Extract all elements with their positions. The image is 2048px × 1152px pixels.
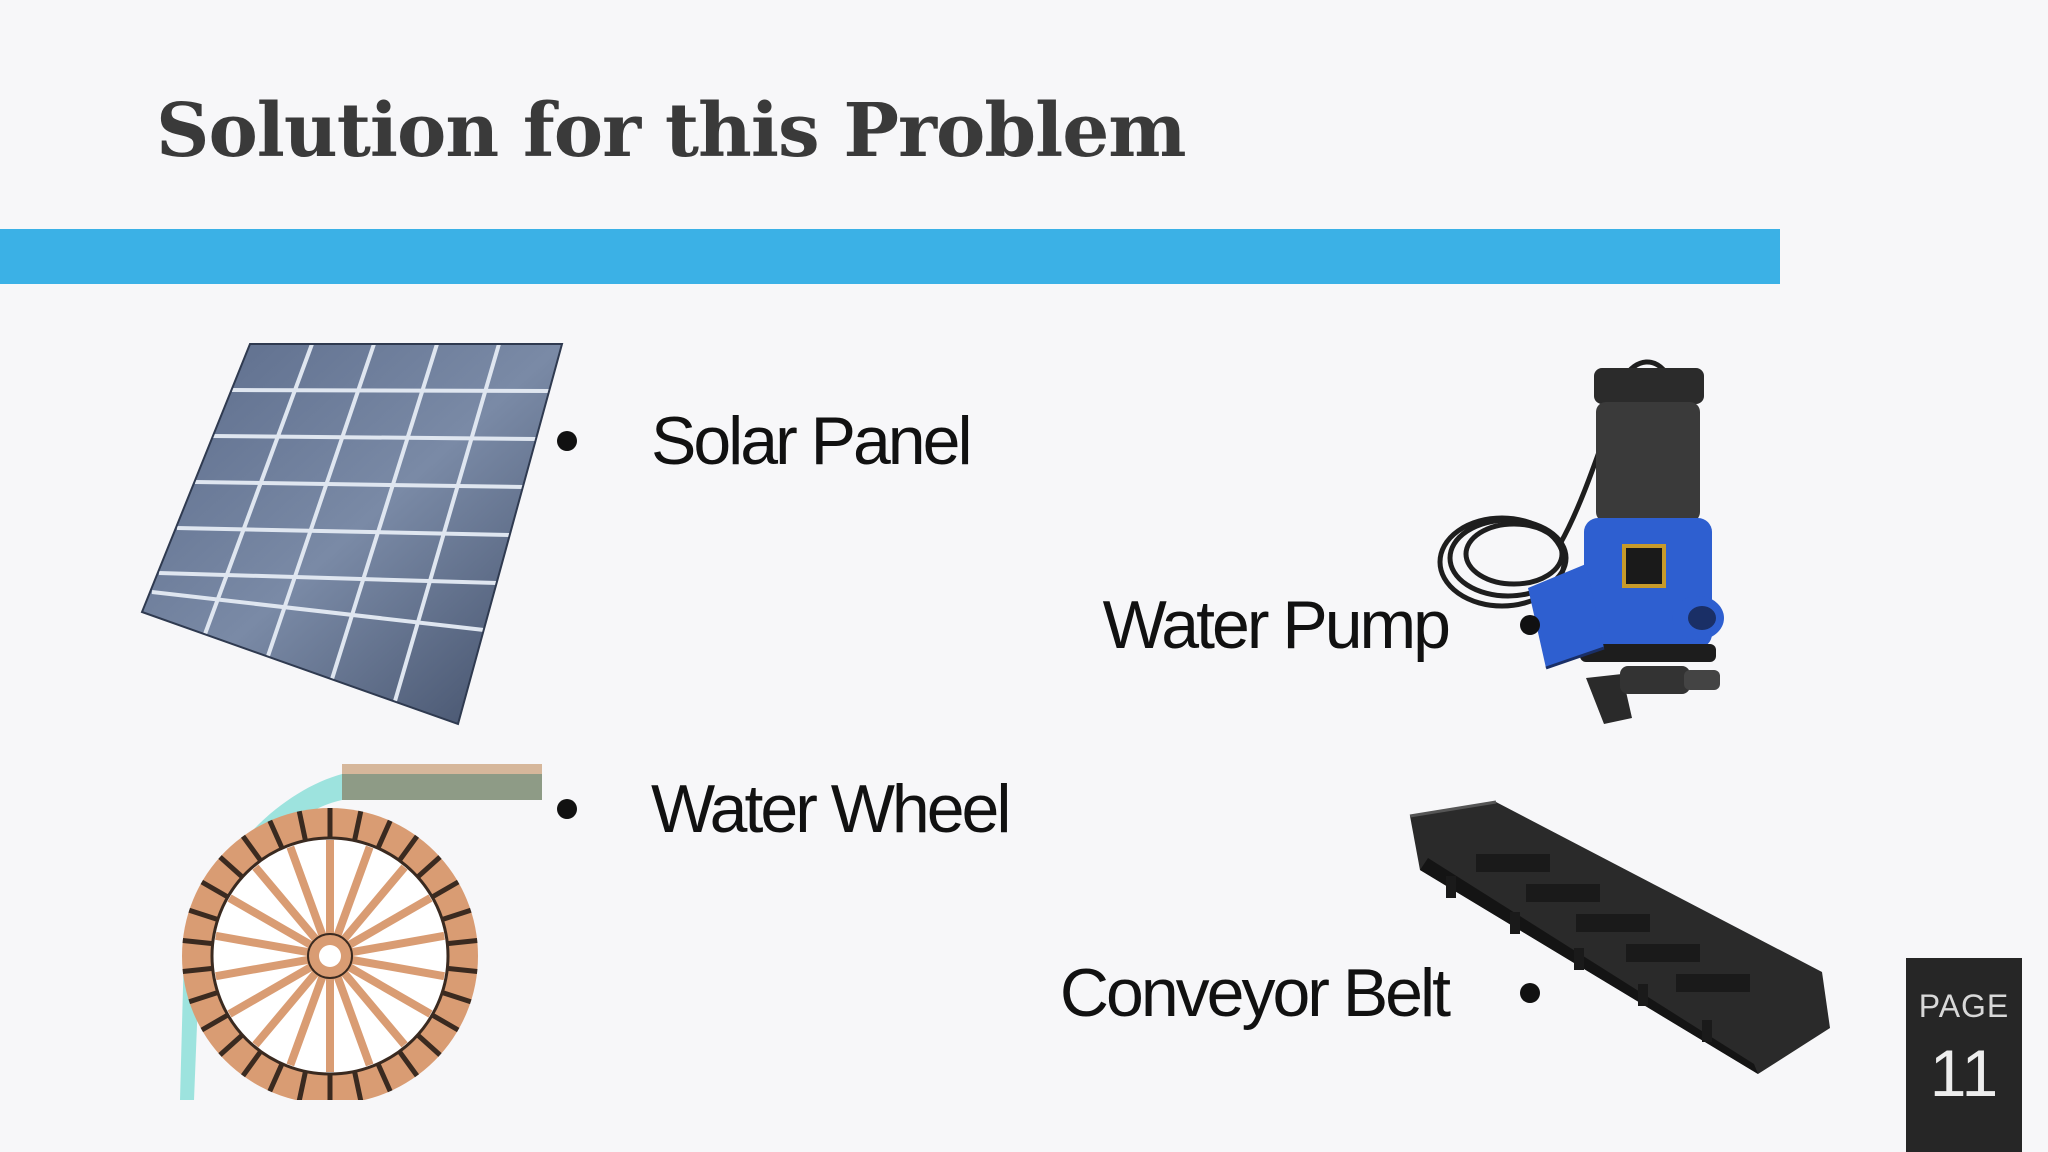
item-label: Conveyor Belt xyxy=(1059,955,1451,1031)
conveyor-belt-icon xyxy=(1409,800,1830,1074)
water-wheel-icon xyxy=(180,764,542,1100)
bullet-dot xyxy=(557,431,577,451)
bullet-item-water-wheel: Water Wheel xyxy=(557,770,1011,848)
page-number-box: PAGE 11 xyxy=(1906,958,2022,1152)
bullet-item-solar-panel: Solar Panel xyxy=(557,402,973,480)
item-label: Water Wheel xyxy=(651,771,1011,847)
bullet-item-water-pump: Water Pump xyxy=(1103,586,1540,664)
solar-panel-icon xyxy=(140,343,564,726)
page-label: PAGE xyxy=(1918,988,2010,1024)
bullet-item-conveyor-belt: Conveyor Belt xyxy=(1060,954,1540,1032)
accent-bar xyxy=(0,229,1780,284)
bullet-dot xyxy=(557,799,577,819)
slide-title: Solution for this Problem xyxy=(156,88,1187,174)
water-pump-icon xyxy=(1437,359,1724,724)
bullet-dot xyxy=(1520,615,1540,635)
item-label: Water Pump xyxy=(1102,587,1451,663)
page-number: 11 xyxy=(1929,1036,1999,1110)
bullet-dot xyxy=(1520,983,1540,1003)
item-label: Solar Panel xyxy=(651,403,973,479)
